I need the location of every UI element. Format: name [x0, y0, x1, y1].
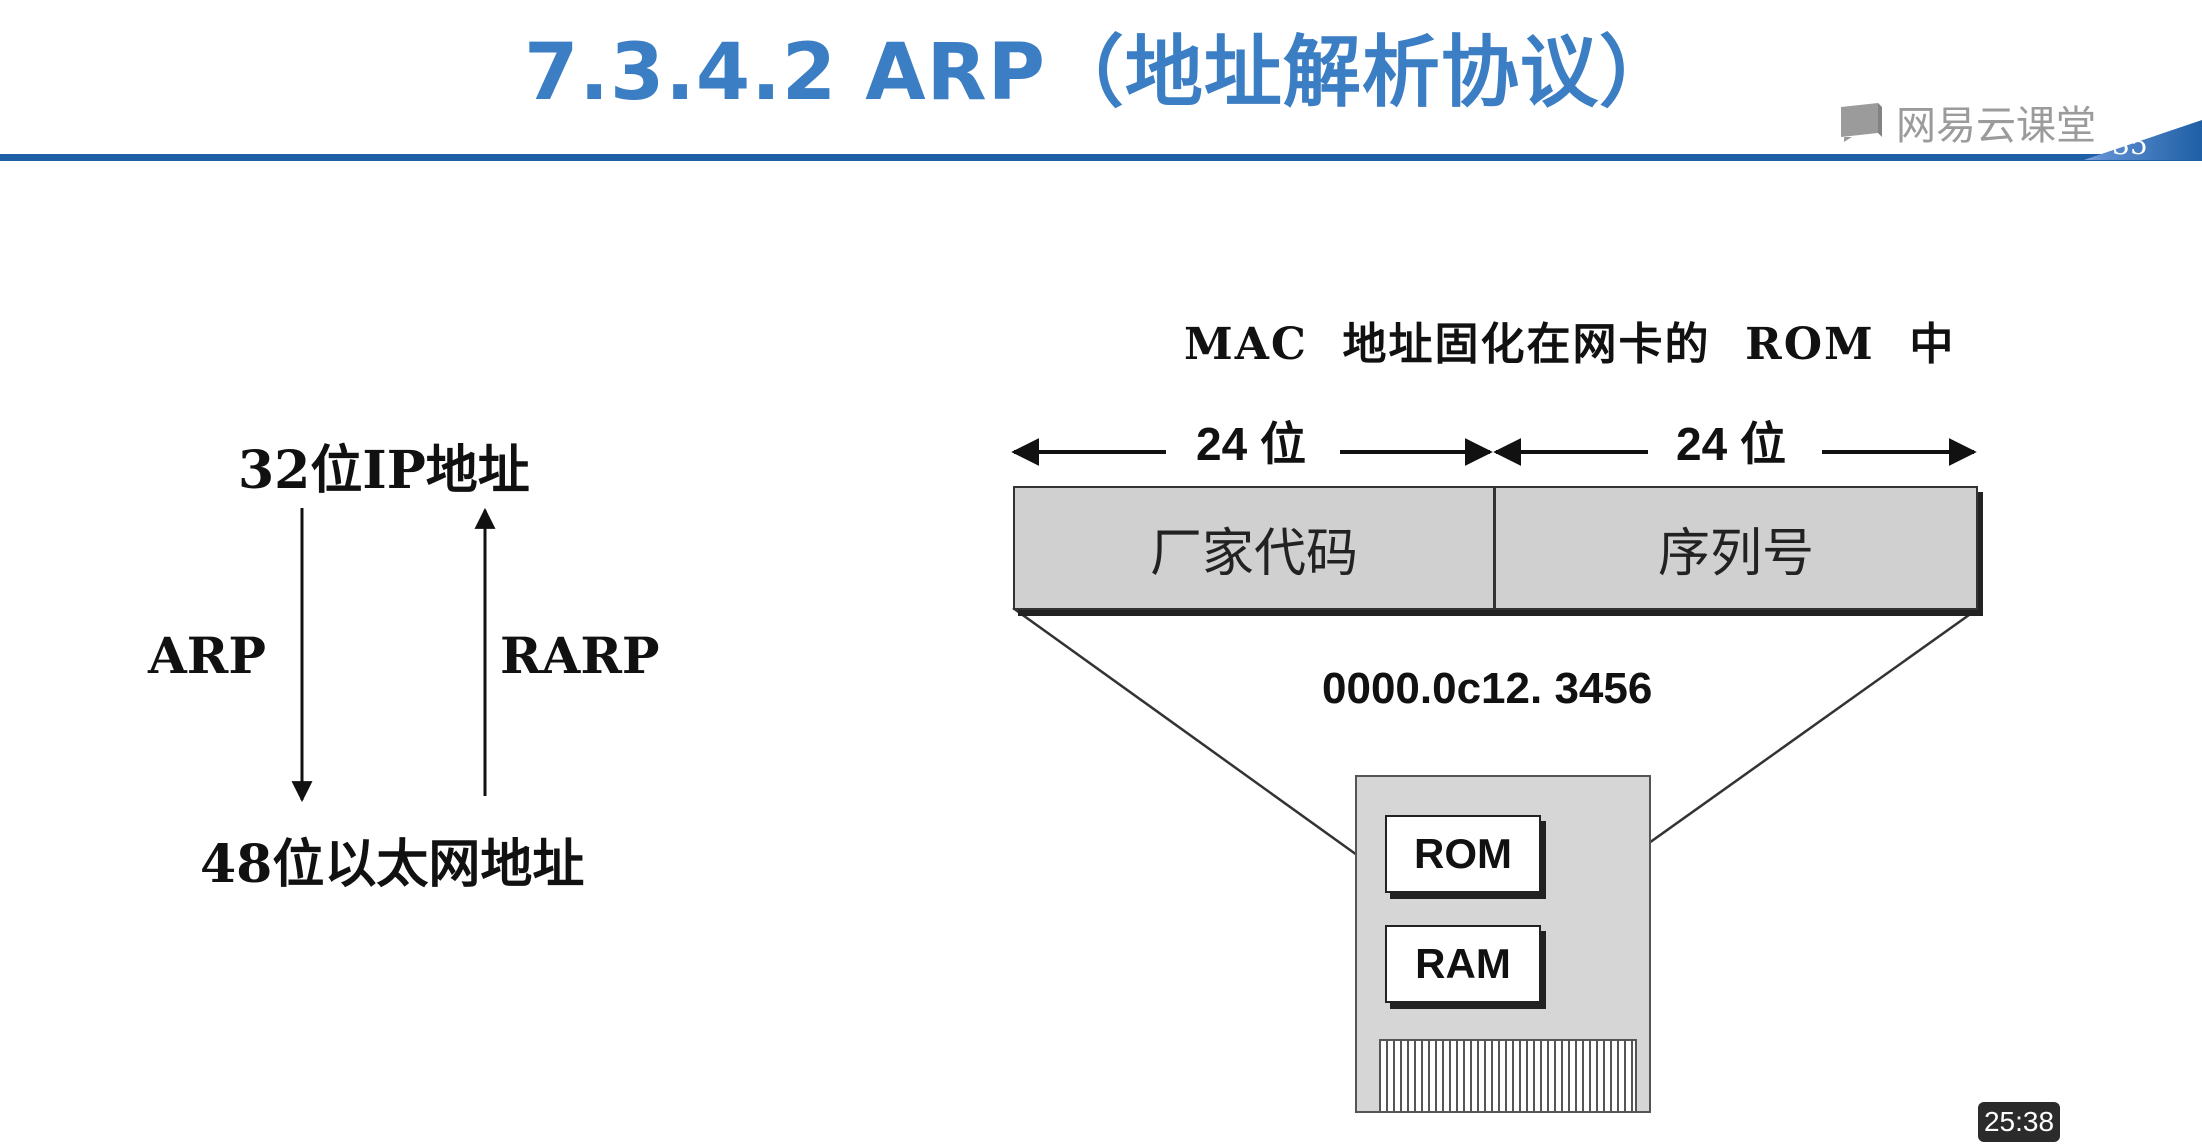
page-number: 35 — [2112, 128, 2148, 161]
watermark: 网易云课堂 — [1838, 92, 2096, 152]
video-timestamp: 25:38 — [1978, 1102, 2060, 1142]
rarp-label: RARP — [500, 626, 660, 685]
card-edge-connector — [1379, 1039, 1637, 1111]
ip-address-label: 32位IP地址 — [238, 440, 530, 501]
title-underline-bar — [0, 154, 2202, 161]
book-icon — [1841, 103, 1882, 142]
serial-number-field: 序列号 — [1494, 486, 1978, 610]
mac-example: 0000.0c12. 3456 — [1322, 664, 1653, 713]
ethernet-address-label: 48位以太网地址 — [200, 834, 585, 895]
slide-title: 7.3.4.2 ARP（地址解析协议） — [524, 28, 1678, 118]
watermark-text: 网易云课堂 — [1896, 103, 2096, 149]
network-card: ROM RAM — [1355, 775, 1651, 1113]
rom-chip: ROM — [1385, 815, 1541, 893]
ram-chip: RAM — [1385, 925, 1541, 1003]
funnel-line-right — [1648, 608, 1977, 845]
vendor-bits-label: 24 位 — [1196, 418, 1306, 470]
serial-bits-label: 24 位 — [1676, 418, 1786, 470]
vendor-code-field: 厂家代码 — [1013, 486, 1495, 610]
mac-rom-heading: MAC 地址固化在网卡的 ROM 中 — [1184, 319, 1956, 370]
arp-label: ARP — [148, 626, 266, 685]
funnel-line-left — [1012, 606, 1358, 857]
